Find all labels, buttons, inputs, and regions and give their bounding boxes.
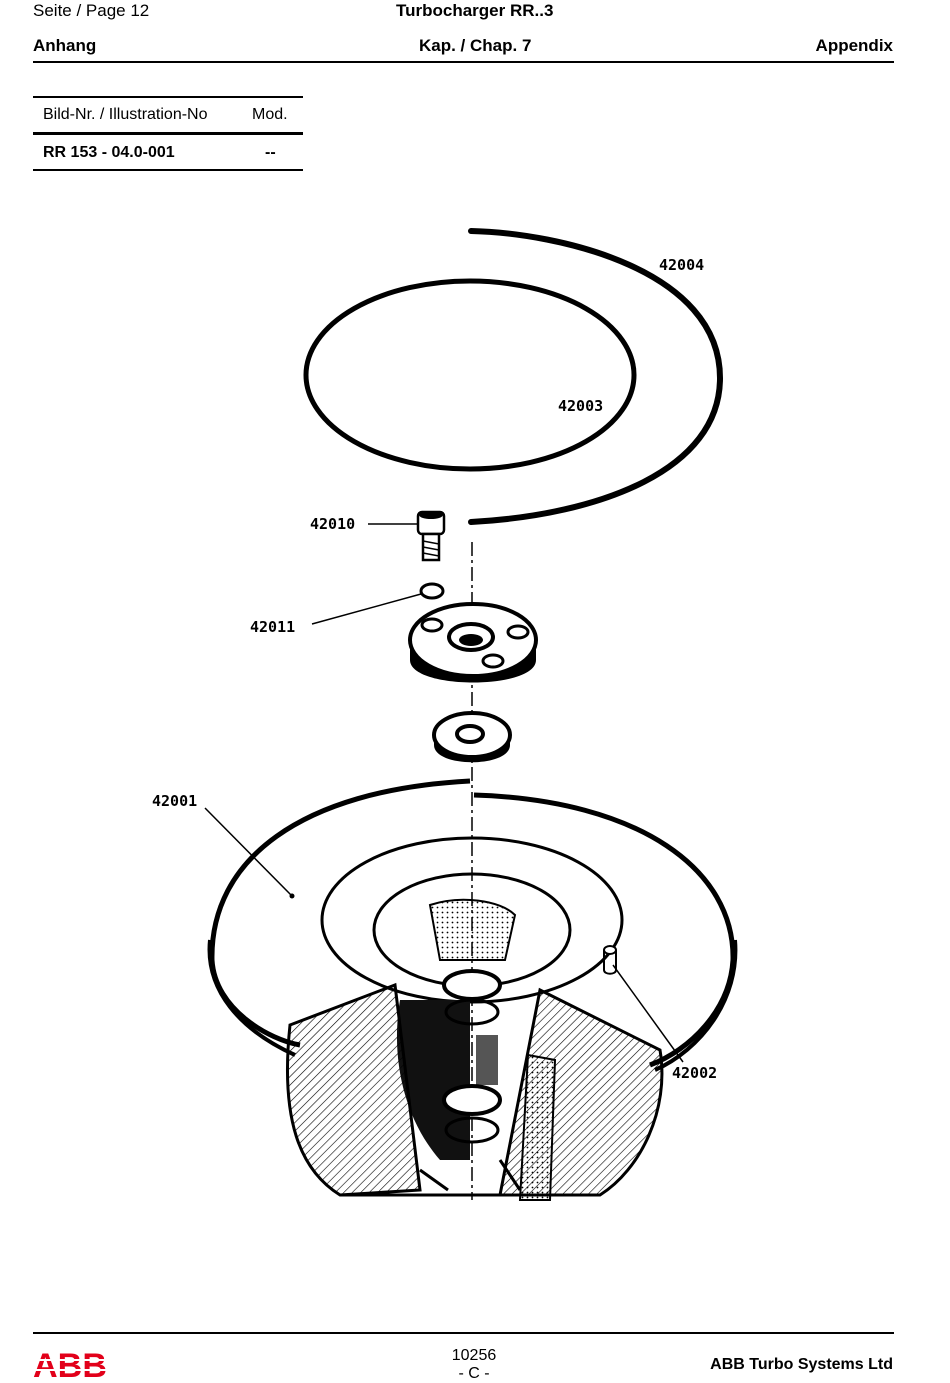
callout-42010: 42010 xyxy=(310,515,355,533)
document-number: 10256 xyxy=(450,1347,498,1365)
washer-42011 xyxy=(421,584,443,598)
pin-42002 xyxy=(604,946,616,974)
callout-42002: 42002 xyxy=(672,1064,717,1082)
bushing xyxy=(434,713,510,762)
abb-logo-text: ABB xyxy=(33,1350,107,1380)
ring-42004 xyxy=(471,231,720,522)
abb-logo-mark: ABB xyxy=(33,1350,109,1380)
callout-42003: 42003 xyxy=(558,397,603,415)
callout-42001: 42001 xyxy=(152,792,197,810)
footer-rule xyxy=(33,1332,894,1334)
abb-logo: ABB xyxy=(33,1350,109,1380)
company-name: ABB Turbo Systems Ltd xyxy=(710,1356,893,1374)
flange-disc xyxy=(410,604,536,683)
o-ring-42003 xyxy=(306,281,634,469)
screw-42010 xyxy=(418,511,444,560)
callout-42004: 42004 xyxy=(659,256,704,274)
callout-42011: 42011 xyxy=(250,618,295,636)
revision-label: - C - xyxy=(450,1365,498,1383)
